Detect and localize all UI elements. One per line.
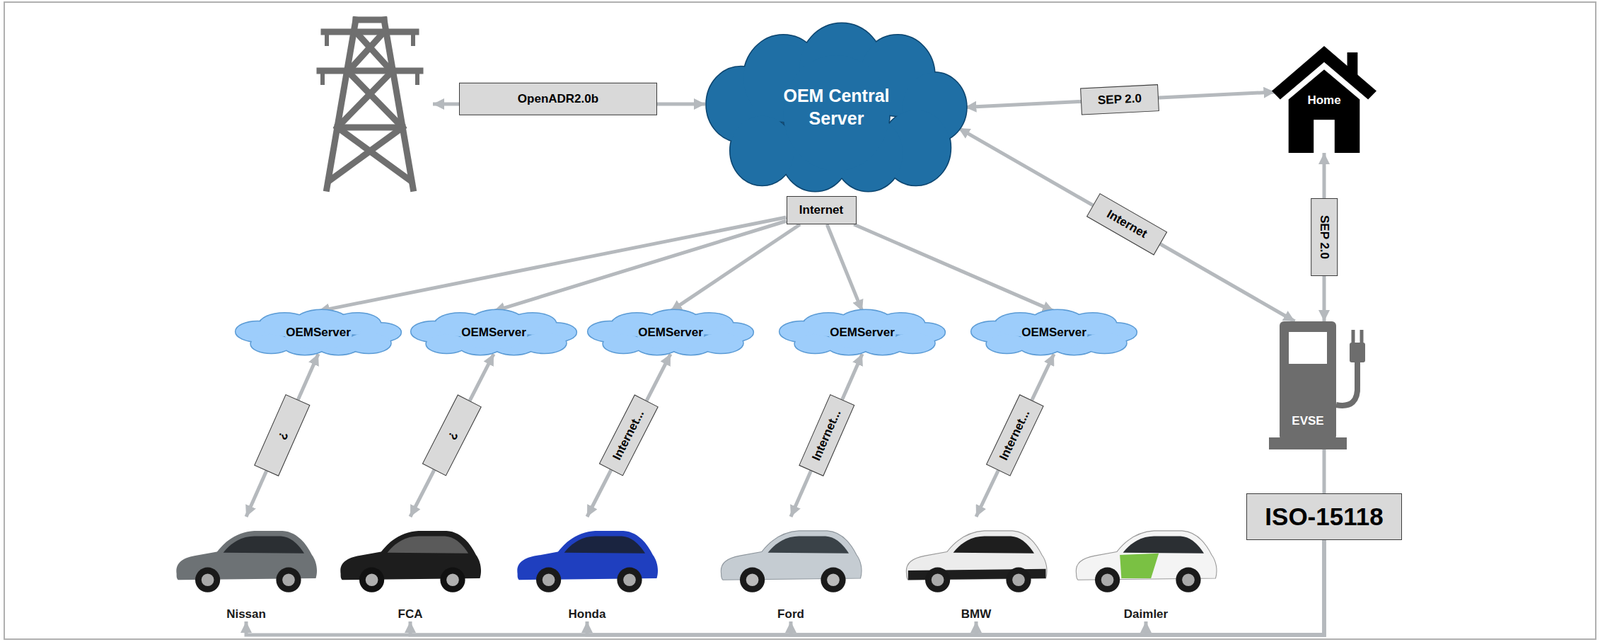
node-text: ISO-15118 — [1264, 500, 1383, 532]
connector — [587, 353, 671, 517]
node-text: Daimler — [1123, 606, 1168, 622]
edge-label: ¿ — [253, 393, 311, 477]
connector — [1145, 539, 1325, 635]
connector — [826, 224, 863, 312]
protocol-label: OpenADR2.0b — [459, 82, 658, 116]
car-picture — [720, 530, 862, 593]
node-text: Internet — [799, 202, 844, 218]
car-picture — [1075, 530, 1217, 593]
edge-label: ¿ — [422, 393, 482, 476]
vehicle: Nissan — [171, 516, 321, 622]
connector — [976, 353, 1054, 517]
vehicle: Honda — [512, 516, 662, 622]
connector — [1322, 449, 1327, 494]
car-picture — [517, 530, 658, 593]
node-text: OEMServer — [461, 324, 527, 340]
central-server-cloud: OEM Central Server — [703, 20, 970, 194]
frame — [4, 2, 1596, 639]
node-text: Ford — [777, 606, 805, 622]
car-picture — [906, 530, 1047, 593]
node-text: OEM Central Server — [766, 84, 908, 130]
connector — [410, 353, 494, 517]
node-text: Home — [1307, 92, 1341, 108]
connector — [790, 539, 1325, 635]
vehicle: FCA — [335, 516, 485, 622]
edge-label: SEP 2.0 — [1310, 198, 1338, 276]
node-text: FCA — [398, 606, 423, 622]
oem-server-cloud: OEMServer — [234, 309, 403, 356]
power-pylon — [319, 19, 421, 189]
edge-label: Internet... — [986, 393, 1045, 477]
connector — [246, 353, 319, 517]
node-text: OEMServer — [829, 324, 895, 340]
edge-label: Internet... — [798, 393, 855, 477]
connector — [587, 539, 1325, 635]
connector — [318, 217, 787, 312]
oem-server-cloud: OEMServer — [409, 309, 578, 356]
oem-server-cloud: OEMServer — [778, 309, 947, 356]
node-text: Honda — [568, 606, 607, 622]
cloud-shape — [703, 20, 970, 194]
connector — [493, 220, 787, 311]
node-text: BMW — [961, 606, 991, 622]
vehicle: Ford — [716, 516, 866, 622]
connector — [670, 224, 800, 312]
connector — [790, 353, 863, 517]
connector — [976, 539, 1325, 635]
node-text: Nissan — [226, 606, 266, 622]
node-text: OEMServer — [285, 324, 351, 340]
pump-shape — [1265, 321, 1383, 450]
node-text: EVSE — [1279, 413, 1337, 428]
home-icon: Home — [1271, 45, 1377, 153]
connector — [246, 539, 1325, 635]
edge-label: Internet — [1085, 193, 1168, 256]
oem-server-cloud: OEMServer — [586, 309, 755, 356]
vehicle: BMW — [901, 516, 1051, 622]
protocol-box: ISO-15118 — [1246, 493, 1402, 540]
evse-station: EVSE — [1265, 321, 1383, 450]
connector — [410, 539, 1325, 635]
node-text: OEMServer — [1021, 324, 1087, 340]
car-picture — [176, 530, 317, 593]
vehicle: Daimler — [1071, 516, 1221, 622]
edge-label: SEP 2.0 — [1080, 84, 1161, 116]
edge-label: Internet... — [599, 393, 659, 476]
oem-server-cloud: OEMServer — [969, 309, 1139, 356]
internet-box: Internet — [786, 195, 857, 225]
connector — [853, 224, 1054, 312]
car-picture — [340, 530, 481, 593]
node-text: OEMServer — [638, 324, 704, 340]
